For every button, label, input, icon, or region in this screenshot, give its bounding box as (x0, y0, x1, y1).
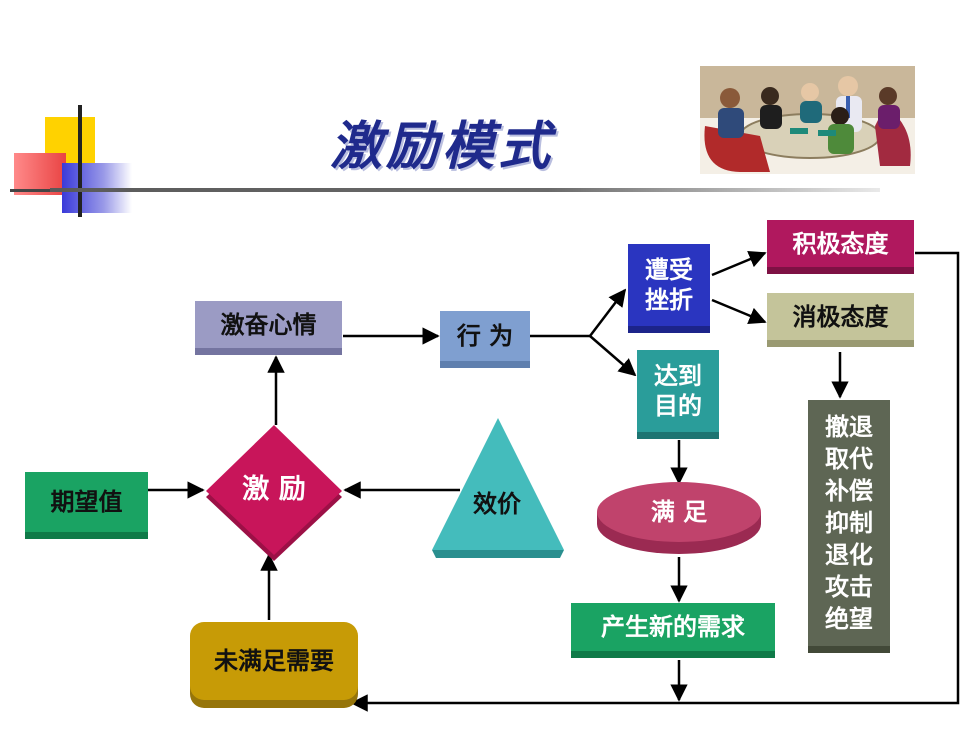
negative-attitude-box: 消极态度 (767, 293, 914, 340)
new-needs-box: 产生新的需求 (571, 603, 775, 651)
satisfied-ellipse: 满 足 (595, 482, 763, 554)
excited-mood-box: 激奋心情 (195, 301, 342, 348)
behavior-box: 行 为 (440, 311, 530, 361)
goal-reached-box: 达到 目的 (637, 350, 719, 432)
motivation-label: 激 励 (242, 474, 306, 505)
unmet-needs-box: 未满足需要 (190, 622, 358, 700)
page-title: 激励模式 (330, 116, 555, 177)
positive-attitude-box: 积极态度 (767, 220, 914, 267)
frustrated-box: 遭受 挫折 (628, 244, 710, 326)
motivation-diamond: 激 励 (204, 425, 344, 561)
meeting-clipart (700, 66, 915, 174)
expectation-box: 期望值 (25, 472, 148, 532)
valence-triangle: 效价 (432, 418, 566, 560)
satisfied-label: 满 足 (650, 498, 708, 526)
title-rule (50, 188, 880, 192)
defense-list-box: 撤退 取代 补偿 抑制 退化 攻击 绝望 (808, 400, 890, 646)
valence-label: 效价 (473, 490, 521, 518)
